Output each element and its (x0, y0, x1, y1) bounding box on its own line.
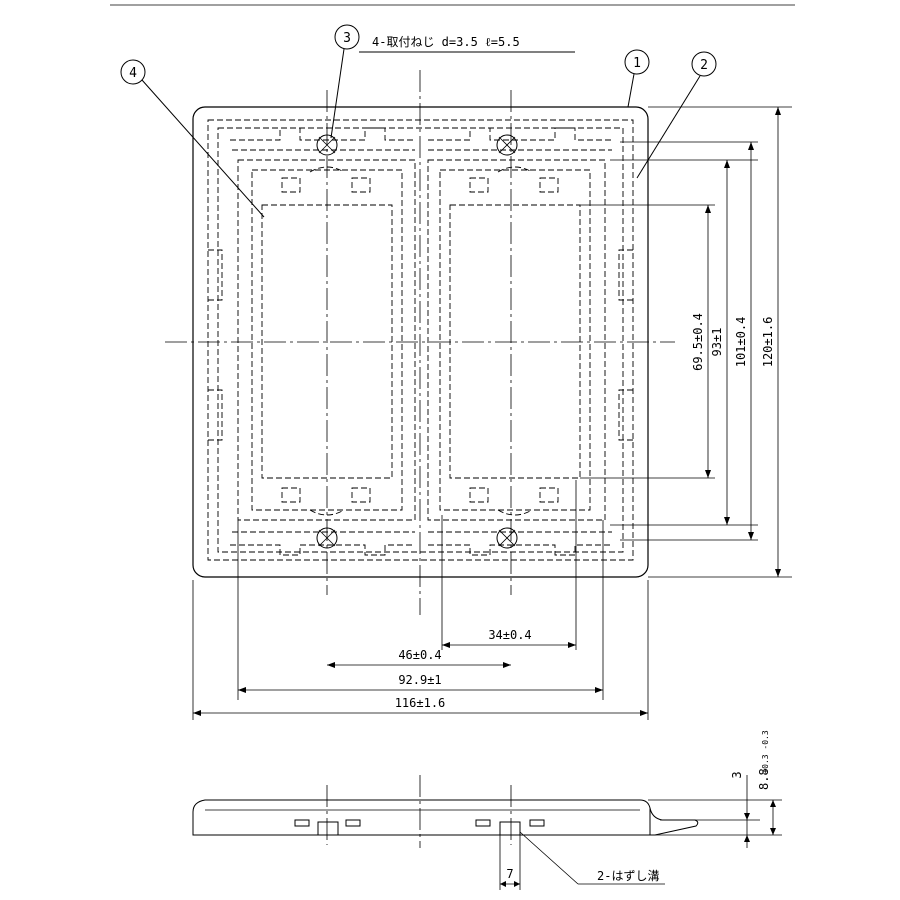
release-groove-right (499, 821, 521, 835)
dim-88-text: 8.8 (757, 768, 771, 790)
callout-4-label: 4 (129, 66, 137, 81)
side-view: 7 2-はずし溝 3 8.8 +0.3 -0.3 (192, 730, 782, 890)
callout-1-circle (624, 49, 650, 75)
dim-46-text: 46±0.4 (398, 648, 441, 662)
release-slot (294, 819, 310, 827)
screw-bottom-right (496, 527, 518, 549)
dim-116-text: 116±1.6 (395, 696, 446, 710)
release-groove-left (317, 821, 339, 835)
callout-1-leader (627, 73, 635, 108)
callout-4-leader (141, 79, 265, 218)
callout-3-circle (334, 24, 360, 50)
dim-7-text: 7 (506, 867, 513, 881)
dim-120-text: 120±1.6 (761, 317, 775, 368)
screw-top-right (496, 134, 518, 156)
screw-note: 4-取付ねじ d=3.5 ℓ=5.5 (372, 35, 520, 49)
callout-1-label: 1 (633, 56, 641, 71)
mounting-frame-dashed (207, 119, 634, 561)
callout-group: 3 4-取付ねじ d=3.5 ℓ=5.5 4 1 2 (120, 24, 717, 218)
callout-4-circle (120, 59, 146, 85)
horizontal-dimensions: 34±0.4 46±0.4 92.9±1 116±1.6 (192, 480, 649, 720)
side-profile (192, 799, 651, 836)
callout-2-leader (636, 75, 701, 179)
callout-2-circle (691, 51, 717, 77)
callout-3-label: 3 (343, 31, 351, 46)
release-slot (475, 819, 491, 827)
release-groove-note: 2-はずし溝 (597, 869, 659, 883)
dim-93-text: 93±1 (710, 328, 724, 357)
dim-695-text: 69.5±0.4 (691, 313, 705, 371)
side-profile-step (649, 807, 699, 836)
vertical-dimensions: 69.5±0.4 93±1 101±0.4 120±1.6 (580, 106, 792, 578)
dim-101-text: 101±0.4 (734, 317, 748, 368)
callout-3-leader (330, 48, 345, 139)
release-slot (345, 819, 361, 827)
dim-34-text: 34±0.4 (488, 628, 531, 642)
front-view (165, 70, 675, 615)
callout-2-label: 2 (700, 58, 708, 73)
dim-88-tolerance: +0.3 -0.3 (761, 730, 770, 774)
dim-929-text: 92.9±1 (398, 673, 441, 687)
dim-3-text: 3 (730, 771, 744, 778)
release-slot (529, 819, 545, 827)
